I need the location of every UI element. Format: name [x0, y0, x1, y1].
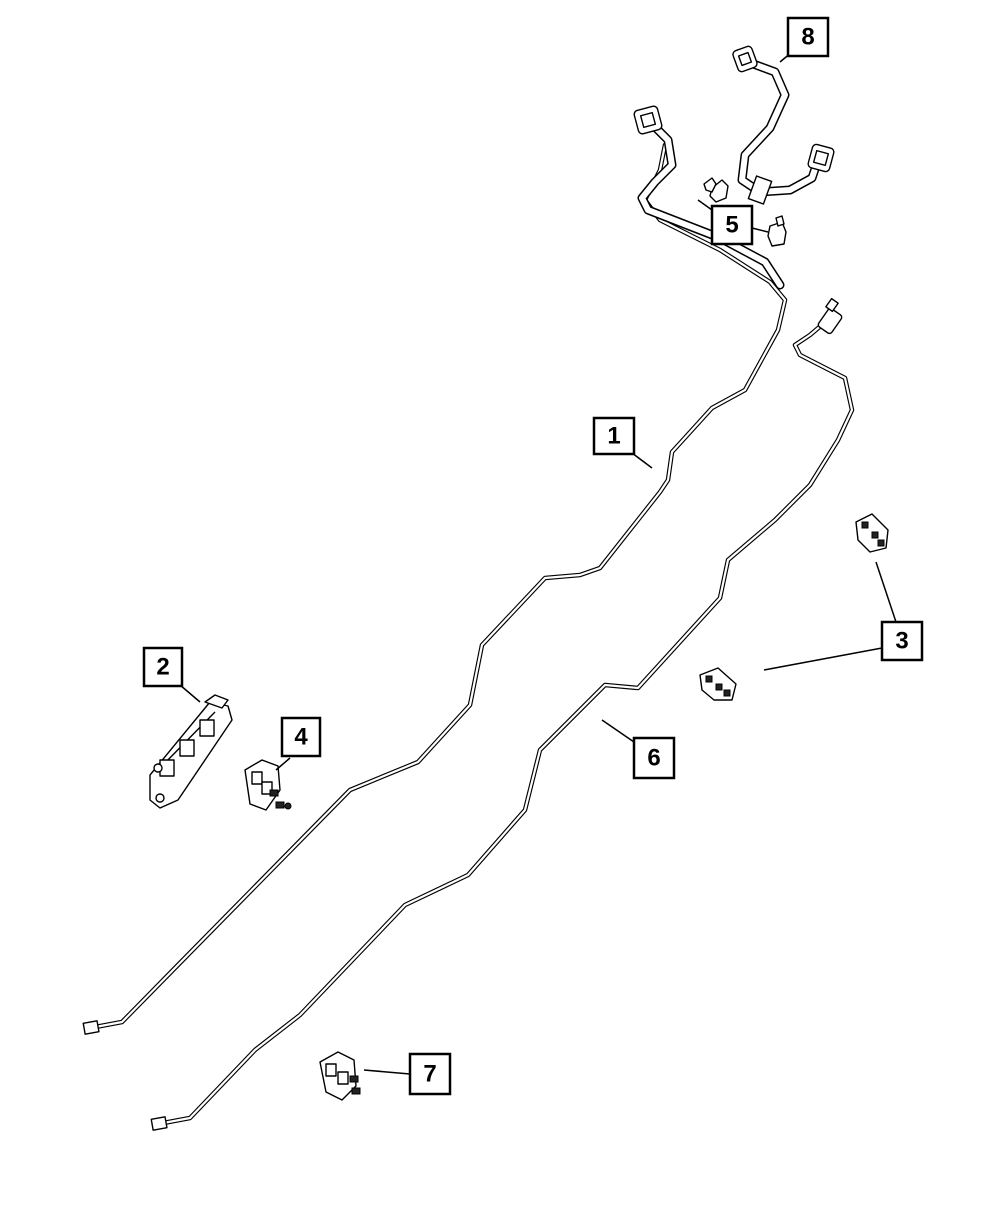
callout-8: 8 [786, 16, 830, 58]
clip-4 [244, 759, 292, 811]
tube-6-connector [817, 297, 843, 335]
tube-line-6 [155, 315, 855, 1127]
callout-label-5: 5 [725, 212, 738, 239]
leader-7 [363, 1069, 411, 1075]
callout-3: 3 [880, 620, 924, 662]
clip-3b [699, 667, 737, 701]
callout-label-2: 2 [156, 654, 169, 681]
leader-5b [751, 227, 769, 233]
leader-3a [875, 561, 897, 623]
callout-2: 2 [142, 646, 184, 688]
clip-3a [855, 513, 889, 553]
callout-6: 6 [632, 736, 676, 780]
leader-3b [763, 647, 883, 671]
callout-1: 1 [592, 416, 636, 456]
tube-line-1 [87, 142, 788, 1031]
clip-5a [703, 177, 729, 203]
callout-7: 7 [408, 1052, 452, 1096]
tube-end-fitting-1 [82, 1020, 100, 1035]
callout-label-6: 6 [647, 745, 660, 772]
callout-label-3: 3 [895, 628, 908, 655]
tube-end-fitting-6 [150, 1116, 168, 1131]
clip-7 [319, 1051, 361, 1101]
callout-label-1: 1 [607, 423, 620, 450]
callout-4: 4 [280, 716, 322, 758]
leader-lines [179, 51, 897, 1075]
clip-5b [767, 215, 787, 247]
callout-label-4: 4 [294, 724, 308, 751]
leader-6 [601, 719, 635, 743]
leader-2 [179, 684, 201, 703]
leader-1 [631, 452, 653, 469]
callout-label-7: 7 [423, 1061, 436, 1088]
leader-4 [275, 757, 291, 771]
leader-5a [697, 199, 713, 211]
bracket-2 [149, 694, 233, 809]
callout-5: 5 [710, 204, 754, 246]
callout-label-8: 8 [801, 24, 814, 51]
hose-assembly-8 [633, 45, 835, 290]
